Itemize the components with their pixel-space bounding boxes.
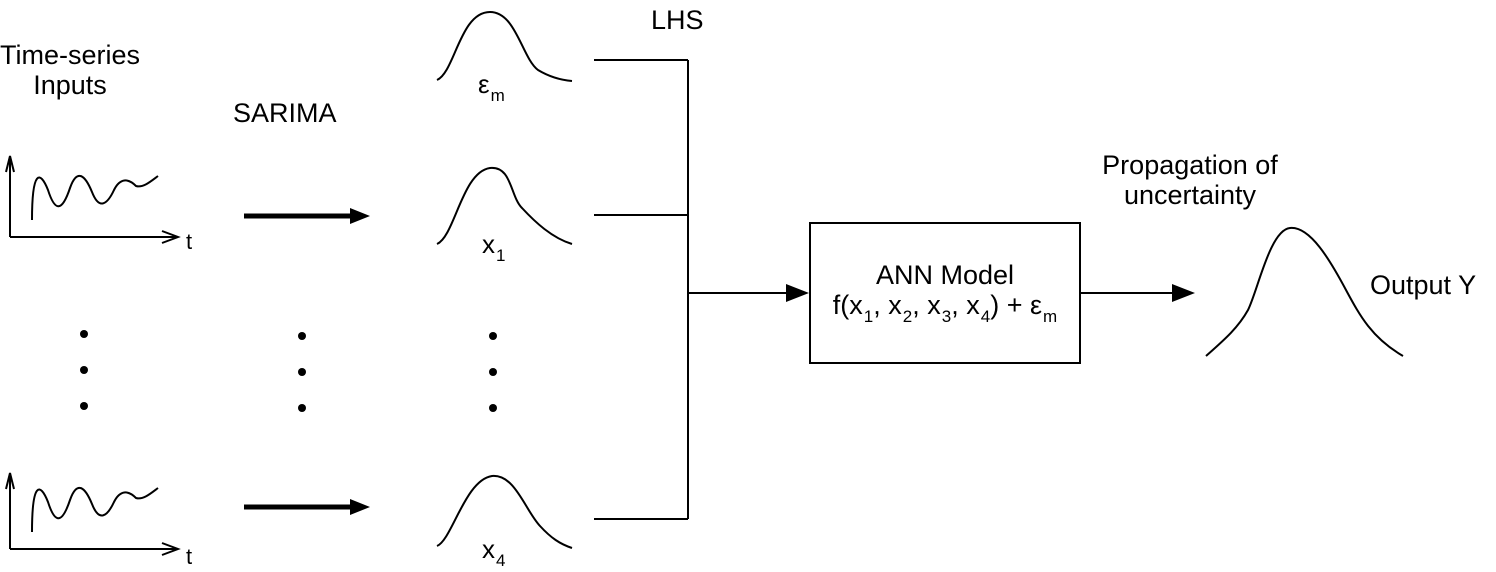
arrow-to-output [1081, 284, 1195, 302]
time-series-inputs-label: Time-series Inputs [0, 40, 141, 100]
arrow-to-ann-model [688, 284, 809, 302]
x4-label: x4 [482, 534, 506, 570]
ann-model-box: ANN Model f(x1, x2, x3, x4) + εm [809, 222, 1081, 364]
ann-model-formula: f(x1, x2, x3, x4) + εm [832, 290, 1058, 326]
time-series-curve-bottom [31, 486, 159, 533]
time-axis-label-top: t [186, 229, 193, 254]
time-axis-label-bottom: t [186, 544, 193, 569]
sarima-arrow-bottom [244, 499, 370, 515]
x1-label: x1 [482, 229, 506, 265]
output-distribution-curve [1205, 226, 1404, 357]
output-y-label: Output Y [1370, 270, 1477, 300]
x-axis-arrowhead-top [161, 230, 181, 244]
distribution-curve-epsilon [436, 10, 573, 82]
y-axis-arrowhead-bottom [5, 472, 15, 490]
time-series-plot-bottom [5, 472, 181, 556]
propagation-of-uncertainty-label: Propagation of uncertainty [1102, 150, 1278, 210]
time-series-curve-top [31, 174, 159, 221]
distribution-curve-x1 [436, 166, 573, 245]
ann-model-title: ANN Model [875, 260, 1015, 290]
sarima-label: SARIMA [233, 98, 337, 128]
y-axis-arrowhead-top [5, 155, 15, 173]
distribution-curve-x4 [436, 474, 573, 549]
epsilon-m-label: εm [478, 69, 505, 105]
time-series-plot-top [5, 155, 181, 244]
lhs-connector [594, 59, 689, 520]
ellipsis-distributions [489, 332, 497, 412]
lhs-label: LHS [651, 5, 704, 35]
ellipsis-inputs [80, 330, 88, 410]
ellipsis-sarima [298, 332, 306, 412]
sarima-arrow-top [244, 208, 370, 224]
x-axis-arrowhead-bottom [161, 542, 181, 556]
